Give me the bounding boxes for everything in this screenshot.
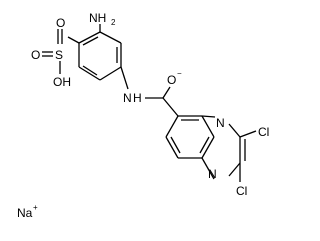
chemical-structure: NH 2 S O O OH N H O − N N Cl Cl Na +: [17, 11, 269, 220]
bond: [162, 97, 179, 117]
bond: [120, 66, 129, 90]
bond: [67, 36, 80, 44]
bond: [82, 36, 99, 46]
bond: [162, 86, 171, 99]
bond: [82, 65, 98, 76]
bond: [228, 123, 241, 138]
sodium-positive-charge: +: [33, 203, 38, 212]
oxygen-atom-label-top: O: [56, 16, 65, 30]
ring-nitrogen-label-bottom: N: [208, 167, 217, 181]
bond: [228, 162, 241, 177]
bond: [201, 136, 215, 159]
bond: [199, 136, 210, 154]
bond: [170, 136, 181, 154]
amino-subscript: 2: [111, 18, 116, 27]
ring-nitrogen-label-top: N: [216, 116, 225, 130]
chlorine-atom-label-bottom: Cl: [236, 184, 247, 198]
amino-group-label: NH: [89, 11, 106, 25]
bond: [239, 130, 257, 138]
bond: [201, 115, 215, 138]
sodium-ion-label: Na: [17, 206, 33, 220]
atom-labels: NH 2 S O O OH N H O − N N Cl Cl Na +: [17, 11, 269, 220]
hydroxyl-label: OH: [53, 75, 71, 89]
bond: [99, 66, 122, 81]
sulfur-atom-label: S: [55, 48, 63, 62]
oxygen-atom-label-left: O: [31, 48, 40, 62]
bonds: [42, 24, 257, 182]
carbonyl-oxygen-label: O: [167, 73, 176, 87]
bond: [78, 66, 101, 81]
bond: [165, 136, 179, 159]
bond: [99, 31, 122, 44]
bond: [78, 31, 101, 44]
bond: [165, 115, 179, 138]
oxygen-negative-charge: −: [177, 69, 182, 78]
bond: [201, 115, 216, 118]
amide-hydrogen-label: H: [133, 91, 142, 105]
bond: [201, 157, 215, 180]
amide-nitrogen-label: N: [123, 91, 132, 105]
chlorine-atom-label-top: Cl: [258, 125, 269, 139]
